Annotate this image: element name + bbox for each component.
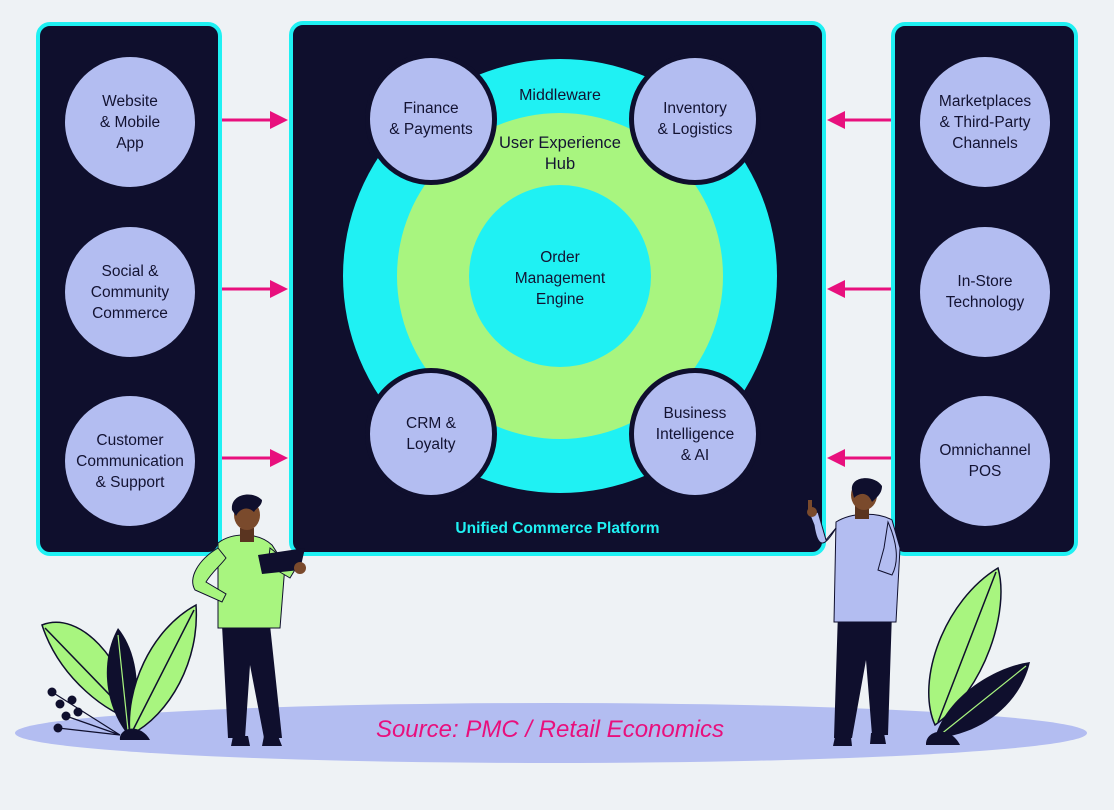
customer-communication-node: Customer Communication & Support — [65, 396, 195, 526]
person-with-tablet-icon — [192, 494, 306, 746]
crm-loyalty-label: CRM & Loyalty — [406, 415, 456, 453]
in-store-technology-label: In-Store Technology — [945, 273, 1025, 311]
right-plant-icon — [925, 566, 1030, 745]
left-plant-icon — [41, 603, 198, 740]
crm-loyalty-node: CRM & Loyalty — [365, 368, 497, 500]
source-caption: Source: PMC / Retail Economics — [375, 716, 725, 743]
order-engine-core — [469, 185, 651, 367]
user-experience-hub-label: User Experience Hub — [499, 134, 621, 173]
inventory-logistics-label: Inventory & Logistics — [657, 100, 733, 138]
input-channels-panel: Website & Mobile App Social & Community … — [36, 22, 222, 556]
finance-payments-label: Finance & Payments — [389, 100, 473, 138]
person-pointing-icon — [807, 478, 901, 746]
arrow-instore-to-platform — [827, 280, 891, 298]
website-mobile-app-label: Website & Mobile App — [99, 92, 161, 152]
marketplaces-node: Marketplaces & Third-Party Channels — [920, 57, 1050, 187]
unified-commerce-platform-panel: Middleware User Experience Hub Order Man… — [289, 21, 826, 556]
platform-title: Unified Commerce Platform — [455, 520, 660, 537]
customer-communication-label: Customer Communication & Support — [76, 431, 184, 491]
arrow-customer-to-platform — [222, 449, 288, 467]
finance-payments-node: Finance & Payments — [365, 53, 497, 185]
arrow-website-to-platform — [222, 111, 288, 129]
inventory-logistics-node: Inventory & Logistics — [629, 53, 761, 185]
arrow-pos-to-platform — [827, 449, 891, 467]
middleware-label: Middleware — [519, 87, 601, 104]
arrow-social-to-platform — [222, 280, 288, 298]
website-mobile-app-node: Website & Mobile App — [65, 57, 195, 187]
in-store-technology-node: In-Store Technology — [920, 227, 1050, 357]
business-intelligence-node: Business Intelligence & AI — [629, 368, 761, 500]
omnichannel-pos-node: Omnichannel POS — [920, 396, 1050, 526]
output-channels-panel: Marketplaces & Third-Party Channels In-S… — [891, 22, 1078, 556]
marketplaces-label: Marketplaces & Third-Party Channels — [938, 92, 1032, 152]
social-community-commerce-node: Social & Community Commerce — [65, 227, 195, 357]
arrow-marketplaces-to-platform — [827, 111, 891, 129]
omnichannel-pos-label: Omnichannel POS — [939, 442, 1031, 480]
business-intelligence-label: Business Intelligence & AI — [655, 404, 735, 464]
social-community-commerce-label: Social & Community Commerce — [90, 262, 170, 322]
order-management-engine-label: Order Management Engine — [514, 249, 606, 308]
